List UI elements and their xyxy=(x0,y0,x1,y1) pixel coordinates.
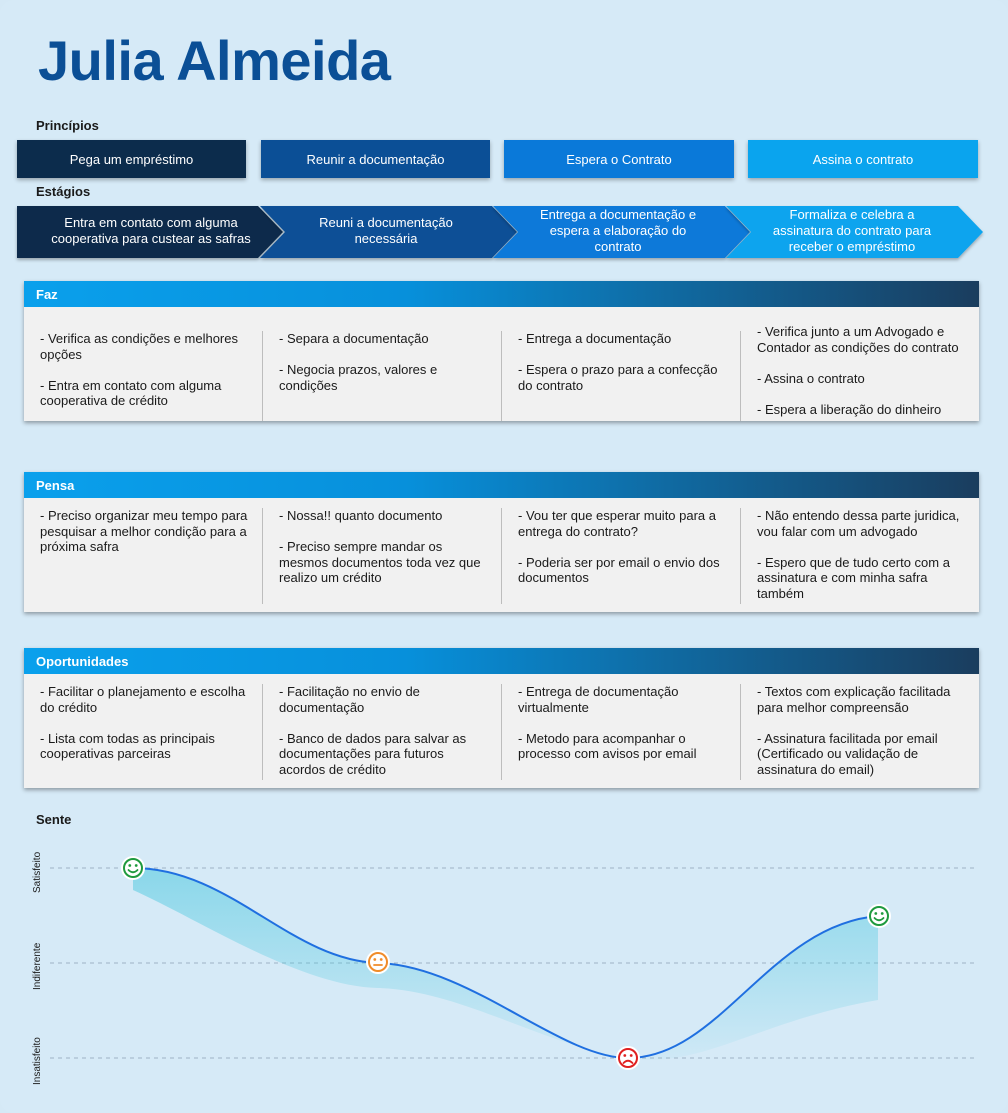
faz-item: - Verifica as condições e melhores opçõe… xyxy=(40,331,238,362)
faz-item: - Negocia prazos, valores e condições xyxy=(279,362,438,393)
faz-item: - Espera a liberação do dinheiro xyxy=(757,401,942,417)
stage-3: Entrega a documentação e espera a elabor… xyxy=(539,207,697,254)
happy-face-icon xyxy=(867,904,891,928)
pensa-item: - Vou ter que esperar muito para a entre… xyxy=(518,508,717,539)
pensa-col-2: - Nossa!! quanto documento - Preciso sem… xyxy=(263,508,502,604)
faz-item: - Entrega a documentação xyxy=(518,331,672,346)
happy-face-icon xyxy=(121,856,145,880)
pensa-item: - Nossa!! quanto documento xyxy=(279,508,443,523)
oportunidades-item: - Lista com todas as principais cooperat… xyxy=(40,730,215,762)
oportunidades-header: Oportunidades xyxy=(24,648,979,674)
pensa-col-1: - Preciso organizar meu tempo para pesqu… xyxy=(24,508,263,604)
sad-face-icon xyxy=(616,1046,640,1070)
stages-label: Estágios xyxy=(36,184,91,199)
faz-col-4: - Verifica junto a um Advogado e Contado… xyxy=(741,324,979,421)
oportunidades-col-3: - Entrega de documentação virtualmente -… xyxy=(502,684,741,780)
faz-header: Faz xyxy=(24,281,979,307)
faz-item: - Espera o prazo para a confecção do con… xyxy=(518,362,718,393)
oportunidades-card: Oportunidades - Facilitar o planejamento… xyxy=(24,648,979,788)
oportunidades-item: - Assinatura facilitada por email (Certi… xyxy=(757,730,938,777)
neutral-face-icon xyxy=(366,950,390,974)
oportunidades-item: - Textos com explicação facilitada para … xyxy=(757,684,951,715)
oportunidades-col-4: - Textos com explicação facilitada para … xyxy=(741,684,979,780)
stage-1: Entra em contato com alguma cooperativa … xyxy=(51,215,251,246)
faz-item: - Entra em contato com alguma cooperativ… xyxy=(40,377,222,409)
faz-item: - Separa a documentação xyxy=(279,331,429,346)
emotion-line xyxy=(132,867,879,1060)
stages-arrows xyxy=(17,206,983,258)
pensa-item: - Espero que de tudo certo com a assinat… xyxy=(757,554,950,601)
faz-col-1: - Verifica as condições e melhores opçõe… xyxy=(24,331,263,421)
faz-item: - Verifica junto a um Advogado e Contado… xyxy=(757,324,959,355)
phase-4: Assina o contrato xyxy=(748,140,978,178)
oportunidades-item: - Entrega de documentação virtualmente xyxy=(518,684,679,715)
phase-2: Reunir a documentação xyxy=(261,140,490,178)
pensa-item: - Preciso organizar meu tempo para pesqu… xyxy=(40,508,248,555)
phase-1: Pega um empréstimo xyxy=(17,140,246,178)
pensa-item: - Poderia ser por email o envio dos docu… xyxy=(518,554,720,586)
stage-2: Reuni a documentação necessária xyxy=(319,215,453,246)
stage-arrow-2 xyxy=(260,206,517,258)
pensa-card: Pensa - Preciso organizar meu tempo para… xyxy=(24,472,979,612)
emotion-chart xyxy=(50,856,978,1070)
stage-arrow-1 xyxy=(17,206,283,258)
faz-card: Faz - Verifica as condições e melhores o… xyxy=(24,281,979,421)
pensa-item: - Preciso sempre mandar os mesmos docume… xyxy=(279,539,481,586)
oportunidades-item: - Metodo para acompanhar o processo com … xyxy=(518,730,697,762)
oportunidades-item: - Banco de dados para salvar as document… xyxy=(279,730,467,777)
oportunidades-col-2: - Facilitação no envio de documentação -… xyxy=(263,684,502,780)
principles-label: Princípios xyxy=(36,118,99,133)
oportunidades-col-1: - Facilitar o planejamento e escolha do … xyxy=(24,684,263,780)
emotion-area xyxy=(133,868,878,1060)
phase-3: Espera o Contrato xyxy=(504,140,734,178)
pensa-col-3: - Vou ter que esperar muito para a entre… xyxy=(502,508,741,604)
persona-name: Julia Almeida xyxy=(38,29,391,92)
oportunidades-item: - Facilitar o planejamento e escolha do … xyxy=(40,684,246,715)
pensa-header: Pensa xyxy=(24,472,979,498)
stage-4: Formaliza e celebra a assinatura do cont… xyxy=(772,207,932,254)
stage-arrow-4 xyxy=(726,206,983,258)
pensa-item: - Não entendo dessa parte juridica, vou … xyxy=(757,508,960,539)
faz-item: - Assina o contrato xyxy=(757,370,865,386)
pensa-col-4: - Não entendo dessa parte juridica, vou … xyxy=(741,508,979,604)
faz-col-3: - Entrega a documentação - Espera o praz… xyxy=(502,331,741,421)
sente-label: Sente xyxy=(36,812,72,827)
faz-col-2: - Separa a documentação - Negocia prazos… xyxy=(263,331,502,421)
oportunidades-item: - Facilitação no envio de documentação xyxy=(279,684,420,715)
stage-arrow-3 xyxy=(493,206,750,258)
